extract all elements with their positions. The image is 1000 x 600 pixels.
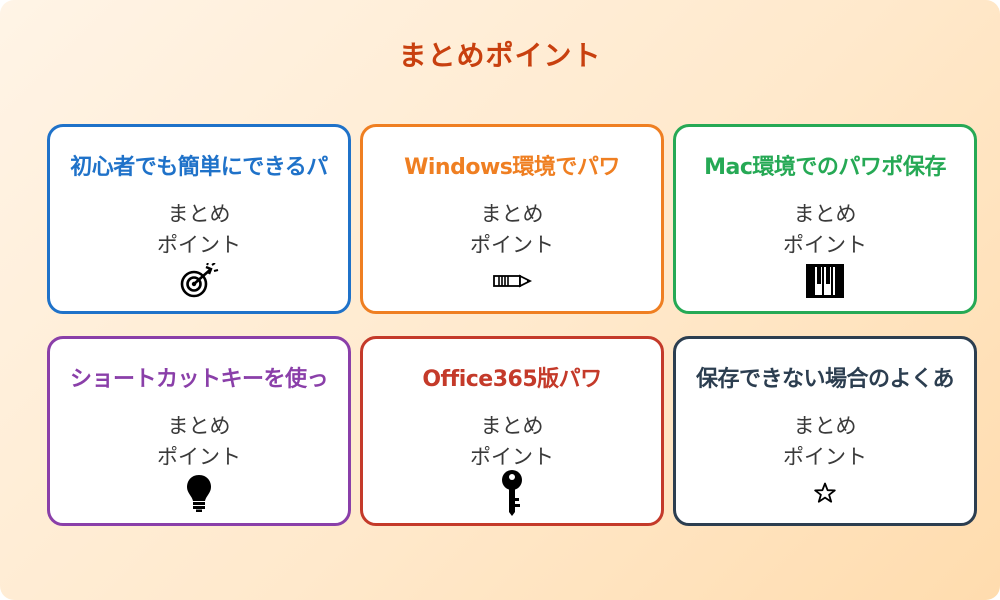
lightbulb-icon (50, 475, 348, 512)
card-windows[interactable]: Windows環境でパワ まとめ ポイント (360, 124, 664, 314)
card-subtitle-line1: まとめ (793, 202, 857, 226)
card-subtitle: まとめ ポイント (363, 411, 661, 473)
card-subtitle: まとめ ポイント (676, 199, 974, 261)
card-title: 保存できない場合のよくあ (695, 367, 955, 392)
card-beginner[interactable]: 初心者でも簡単にできるパ まとめ ポイント (47, 124, 351, 314)
card-subtitle-line2: ポイント (157, 445, 241, 469)
card-subtitle-line2: ポイント (783, 233, 867, 257)
card-subtitle: まとめ ポイント (50, 411, 348, 473)
piano-icon (676, 263, 974, 299)
card-title: Mac環境でのパワポ保存 (704, 155, 946, 180)
card-title: Windows環境でパワ (404, 155, 620, 180)
star-icon (676, 475, 974, 511)
card-subtitle: まとめ ポイント (676, 411, 974, 473)
card-subtitle-line1: まとめ (167, 202, 231, 226)
card-office365[interactable]: Office365版パワ まとめ ポイント (360, 336, 664, 526)
target-icon (50, 263, 348, 299)
card-subtitle-line2: ポイント (470, 233, 554, 257)
card-cannot-save[interactable]: 保存できない場合のよくあ まとめ ポイント (673, 336, 977, 526)
card-subtitle-line2: ポイント (470, 445, 554, 469)
pencil-icon (363, 263, 661, 299)
card-subtitle-line1: まとめ (480, 202, 544, 226)
card-subtitle: まとめ ポイント (50, 199, 348, 261)
card-mac[interactable]: Mac環境でのパワポ保存 まとめ ポイント (673, 124, 977, 314)
card-subtitle-line2: ポイント (157, 233, 241, 257)
card-title: Office365版パワ (422, 367, 602, 392)
card-shortcut[interactable]: ショートカットキーを使っ まとめ ポイント (47, 336, 351, 526)
card-subtitle-line1: まとめ (793, 414, 857, 438)
key-icon (363, 470, 661, 516)
card-grid: 初心者でも簡単にできるパ まとめ ポイント Windows環境でパ (47, 124, 977, 526)
page-title: まとめポイント (398, 39, 602, 72)
card-subtitle-line2: ポイント (783, 445, 867, 469)
card-subtitle-line1: まとめ (167, 414, 231, 438)
card-subtitle-line1: まとめ (480, 414, 544, 438)
card-title: ショートカットキーを使っ (69, 367, 329, 392)
card-title: 初心者でも簡単にできるパ (70, 155, 328, 180)
card-subtitle: まとめ ポイント (363, 199, 661, 261)
